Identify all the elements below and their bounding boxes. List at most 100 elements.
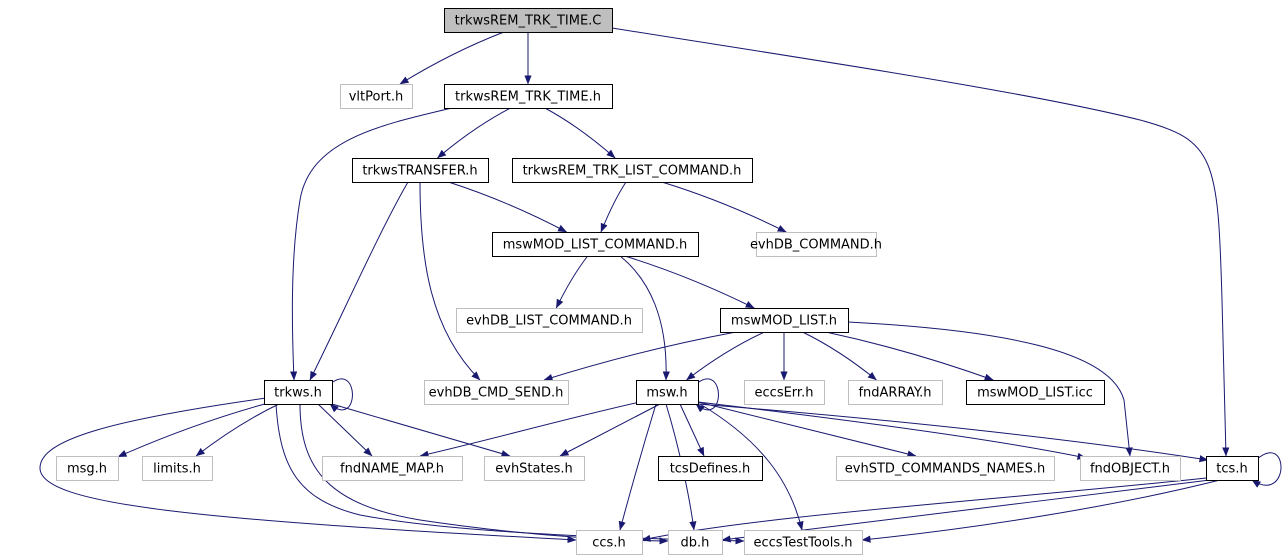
node-box <box>340 84 413 109</box>
node-box <box>142 456 213 481</box>
node-box <box>456 308 643 333</box>
node-box <box>424 380 569 405</box>
node-label: trkwsREM_TRK_LIST_COMMAND.h <box>523 164 742 179</box>
node-mswicc[interactable]: mswMOD_LIST.icc <box>966 380 1105 405</box>
node-label: evhDB_CMD_SEND.h <box>429 386 564 401</box>
edge-msw-to-ccs <box>618 403 657 531</box>
node-evhstates: evhStates.h <box>484 456 585 481</box>
nodes-layer: trkwsREM_TRK_TIME.C vltPort.h trkwsREM_TRK… <box>56 8 1259 555</box>
node-label: db.h <box>681 536 710 551</box>
node-label: msg.h <box>67 462 107 477</box>
node-label: fndNAME_MAP.h <box>340 462 444 477</box>
edge-mswmodcmd-to-evhdblist <box>555 255 589 309</box>
edge-mswmodcmd-to-mswmodlist <box>624 255 755 309</box>
node-evhdbsend: evhDB_CMD_SEND.h <box>424 380 569 405</box>
node-box <box>744 380 825 405</box>
node-box <box>322 456 463 481</box>
node-label: ccs.h <box>592 536 625 551</box>
node-eccstest: eccsTestTools.h <box>744 530 863 555</box>
edge-listcmd-to-mswmodcmd <box>600 181 627 233</box>
node-db: db.h <box>668 530 723 555</box>
node-box <box>56 456 119 481</box>
edge-trkws-to-evhstates <box>331 403 511 458</box>
node-label: fndARRAY.h <box>858 386 931 401</box>
node-evhdbcmd: evhDB_COMMAND.h <box>750 232 882 257</box>
edge-transfer-to-trkws <box>309 181 409 381</box>
node-box <box>444 8 613 33</box>
node-vltport: vltPort.h <box>340 84 413 109</box>
edge-mswmodcmd-to-msw <box>619 255 670 381</box>
node-label: trkws.h <box>274 386 322 401</box>
edge-msw-to-msw <box>695 378 719 413</box>
node-msw[interactable]: msw.h <box>636 380 699 405</box>
edge-transfer-to-evhdbsend <box>419 181 481 381</box>
edge-trkws-to-fndname <box>317 403 373 457</box>
node-tcs[interactable]: tcs.h <box>1206 456 1259 481</box>
node-trktime[interactable]: trkwsREM_TRK_TIME.h <box>444 84 613 109</box>
edge-trkws-to-trkws <box>329 378 353 413</box>
node-box <box>668 530 723 555</box>
edge-msw-to-fndname <box>419 401 641 458</box>
node-box <box>756 232 877 257</box>
node-transfer[interactable]: trkwsTRANSFER.h <box>352 158 489 183</box>
edge-msw-to-evhstates <box>559 403 661 457</box>
node-label: trkwsREM_TRK_TIME.C <box>455 14 602 29</box>
node-trkws[interactable]: trkws.h <box>264 380 333 405</box>
node-label: fndOBJECT.h <box>1090 462 1170 477</box>
edge-msw-to-tcsdefines <box>679 403 705 457</box>
node-box <box>636 380 699 405</box>
edge-listcmd-to-evhdbcmd <box>661 181 787 233</box>
node-fndname: fndNAME_MAP.h <box>322 456 463 481</box>
node-box <box>1206 456 1259 481</box>
edge-root-to-tcs <box>611 27 1230 457</box>
node-box <box>744 530 863 555</box>
edge-mswmodlist-to-evhdbsend <box>543 331 737 381</box>
node-limits: limits.h <box>142 456 213 481</box>
edge-trkws-to-ccs <box>39 397 577 544</box>
node-label: evhStates.h <box>495 462 573 477</box>
edge-mswmodlist-to-fndarray <box>802 331 877 381</box>
node-box <box>658 456 763 481</box>
node-label: tcs.h <box>1216 462 1247 477</box>
node-label: trkwsREM_TRK_TIME.h <box>455 90 601 105</box>
node-label: trkwsTRANSFER.h <box>362 164 477 179</box>
node-box <box>492 232 699 257</box>
edge-transfer-to-mswmodcmd <box>448 181 567 233</box>
edge-root-to-vltport <box>399 31 505 85</box>
edge-mswmodlist-to-fndobject <box>847 321 1133 457</box>
node-msg: msg.h <box>56 456 119 481</box>
node-box <box>444 84 613 109</box>
node-box <box>966 380 1105 405</box>
node-label: eccsTestTools.h <box>753 536 852 551</box>
node-fndobject: fndOBJECT.h <box>1080 456 1181 481</box>
node-label: vltPort.h <box>349 90 404 105</box>
node-box <box>1080 456 1181 481</box>
node-box <box>352 158 489 183</box>
edge-trktime-to-listcmd <box>544 107 616 159</box>
node-box <box>264 380 333 405</box>
node-box <box>720 308 849 333</box>
node-listcmd[interactable]: trkwsREM_TRK_LIST_COMMAND.h <box>512 158 753 183</box>
edge-tcs-to-ccs <box>641 477 1207 542</box>
node-box <box>576 530 643 555</box>
node-label: mswMOD_LIST.icc <box>977 386 1093 401</box>
node-mswmodcmd[interactable]: mswMOD_LIST_COMMAND.h <box>492 232 699 257</box>
node-mswmodlist[interactable]: mswMOD_LIST.h <box>720 308 849 333</box>
node-box <box>512 158 753 183</box>
node-ccs: ccs.h <box>576 530 643 555</box>
edge-trkws-to-limits <box>195 403 280 457</box>
node-root[interactable]: trkwsREM_TRK_TIME.C <box>444 8 613 33</box>
edge-trktime-to-trkws <box>290 107 453 381</box>
edge-msw-to-evhstd <box>697 401 917 458</box>
node-label: limits.h <box>153 462 201 477</box>
node-box <box>836 456 1055 481</box>
node-tcsdefines[interactable]: tcsDefines.h <box>658 456 763 481</box>
edge-mswmodlist-to-mswicc <box>825 331 994 381</box>
edge-trktime-to-transfer <box>437 107 511 159</box>
node-evhdblist: evhDB_LIST_COMMAND.h <box>456 308 643 333</box>
edge-msw-to-eccstest <box>699 403 804 531</box>
edge-trkws-to-msg <box>117 403 265 458</box>
node-label: eccsErr.h <box>755 386 814 401</box>
node-label: mswMOD_LIST_COMMAND.h <box>503 238 688 253</box>
